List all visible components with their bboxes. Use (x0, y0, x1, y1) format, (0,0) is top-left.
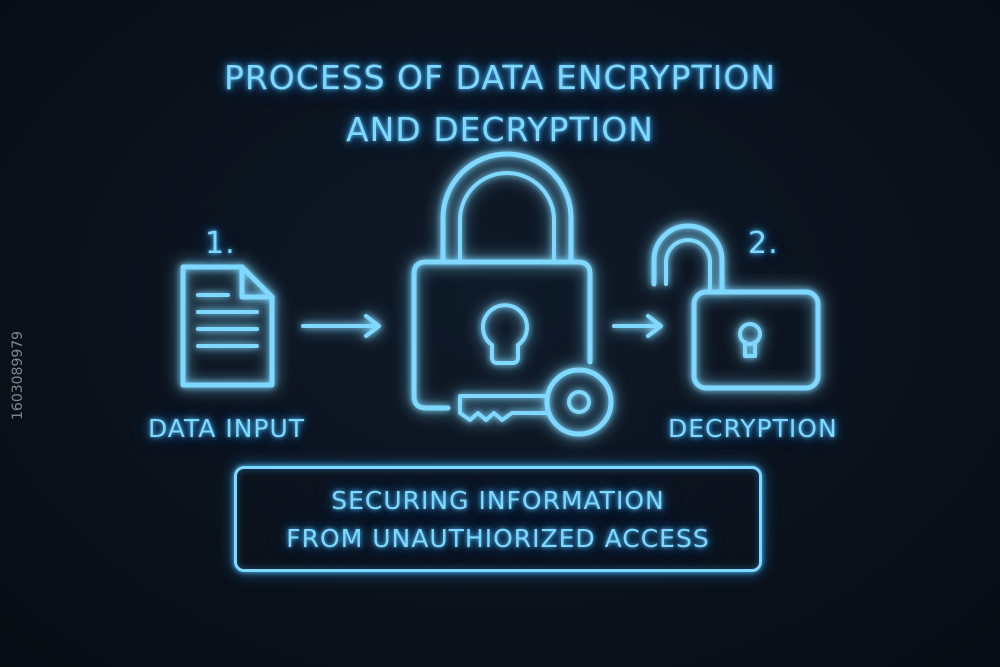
step-2-number: 2. (748, 226, 779, 261)
arrow-right-icon (301, 314, 381, 338)
arrow-right-icon (612, 314, 663, 338)
tagline-line-1: SECURING INFORMATION (331, 486, 665, 515)
stock-id-text: 1603089979 (10, 330, 26, 420)
tagline-line-2: FROM UNAUTHIORIZED ACCESS (286, 524, 710, 553)
title-line-1: PROCESS OF DATA ENCRYPTION (223, 58, 777, 97)
tagline: SECURING INFORMATION FROM UNAUTHIORIZED … (234, 482, 762, 558)
unlocked-padlock-icon (651, 223, 821, 391)
step-2-label: DECRYPTION (668, 414, 838, 443)
title-line-2: AND DECRYPTION (346, 110, 654, 149)
tagline-box (234, 466, 762, 572)
step-1-number: 1. (205, 226, 236, 261)
step-1-label: DATA INPUT (148, 414, 306, 443)
locked-padlock-with-key-icon (411, 151, 614, 437)
diagram-title: PROCESS OF DATA ENCRYPTION AND DECRYPTIO… (0, 52, 1000, 156)
document-icon (180, 264, 275, 388)
